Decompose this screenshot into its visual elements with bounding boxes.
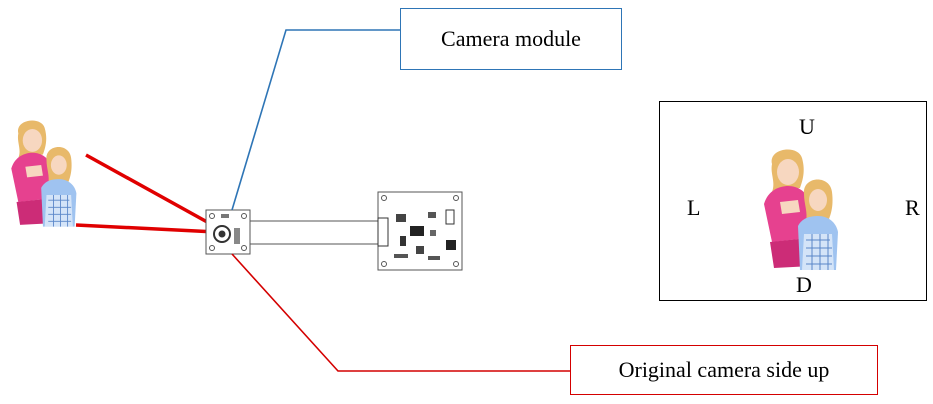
controller-board-icon [377, 191, 463, 271]
orientation-box: U D L R [659, 101, 927, 301]
orientation-left-label: L [687, 195, 701, 220]
orientation-down-label: D [796, 272, 812, 297]
sight-line-top [85, 153, 219, 230]
orig-side-leader [231, 253, 570, 372]
ribbon-cable [250, 220, 380, 245]
original-side-up-label: Original camera side up [618, 357, 830, 382]
sight-line-bottom [75, 223, 217, 234]
camera-module-callout: Camera module [400, 8, 622, 70]
subject-clipart-icon [10, 120, 77, 228]
orientation-up-label: U [799, 114, 815, 139]
camera-module-label: Camera module [441, 26, 581, 51]
original-side-up-callout: Original camera side up [570, 345, 878, 395]
camera-module-leader [231, 29, 400, 211]
orientation-right-label: R [905, 195, 920, 220]
camera-board-icon [205, 209, 251, 255]
